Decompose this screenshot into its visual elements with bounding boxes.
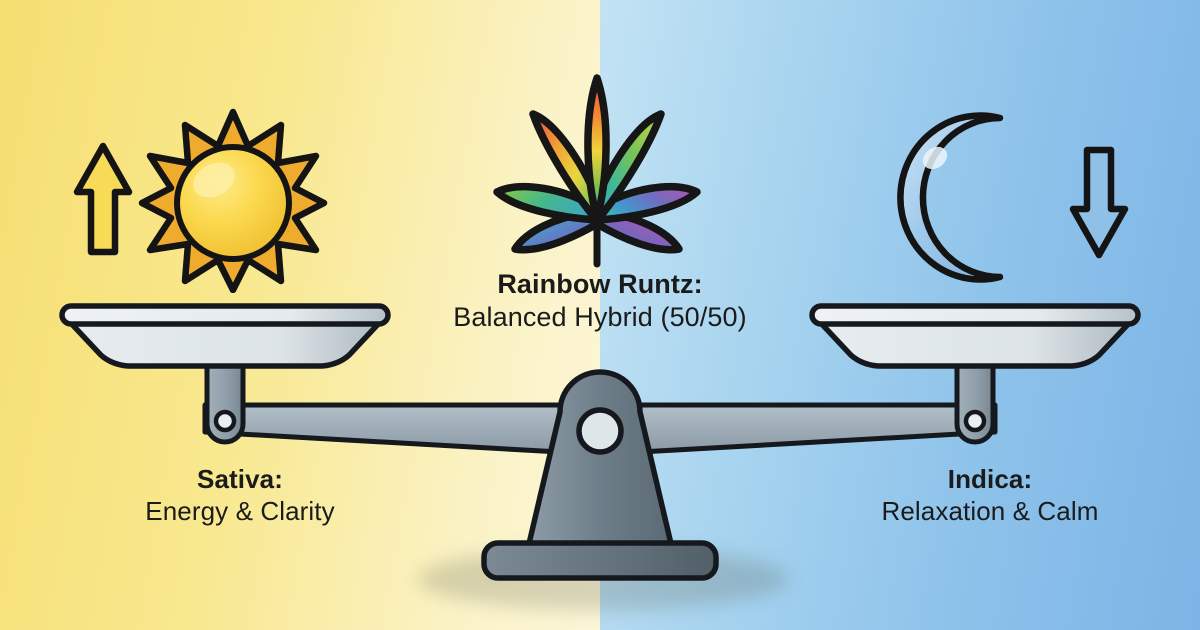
strain-name: Rainbow Runtz:: [497, 269, 703, 299]
indica-subtext: Relaxation & Calm: [881, 495, 1099, 526]
scale-base: [481, 540, 719, 581]
scale-pivot-hole: [576, 407, 624, 455]
indica-heading: Indica:: [947, 464, 1033, 494]
scale-left-hanger: [204, 357, 246, 445]
strain-type: Balanced Hybrid (50/50): [453, 301, 747, 332]
sativa-label: Sativa: Energy & Clarity: [60, 464, 420, 527]
crescent-moon-icon: [897, 112, 1004, 283]
sativa-subtext: Energy & Clarity: [145, 495, 335, 526]
scale-pan-left: [59, 303, 391, 369]
scale-fulcrum-post: [525, 369, 675, 551]
down-arrow-icon: [1069, 146, 1129, 259]
center-strain-label: Rainbow Runtz: Balanced Hybrid (50/50): [300, 268, 900, 334]
indica-label: Indica: Relaxation & Calm: [810, 464, 1170, 527]
cannabis-leaf-rainbow-icon: [493, 74, 701, 268]
scale-pan-right: [809, 303, 1141, 369]
sativa-heading: Sativa:: [197, 464, 283, 494]
sun-icon: [138, 108, 328, 293]
scale-right-hanger: [954, 357, 996, 445]
up-arrow-icon: [73, 142, 133, 256]
